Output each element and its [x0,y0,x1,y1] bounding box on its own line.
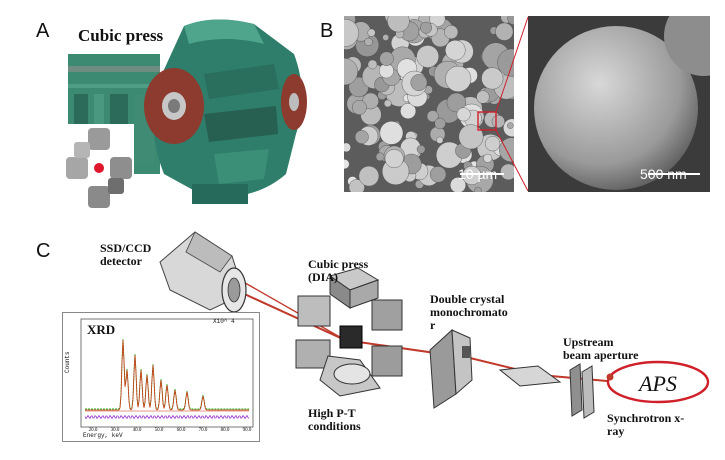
powder-sphere [344,18,359,47]
powder-sphere [410,74,428,91]
beam-plate [498,365,562,387]
powder-sphere [384,149,404,169]
powder-sphere [358,165,380,187]
powder-sphere [367,28,376,37]
powder-sphere [416,144,426,154]
xrd-observed-pattern [85,338,249,410]
aps-label: APS [637,371,677,396]
xrd-title: XRD [87,322,116,337]
powder-sphere [507,122,514,129]
xrd-x-tick-label: 40.0 [133,428,142,433]
conditions-label: High P-T conditions [308,406,361,434]
diffracted-beam [239,279,346,341]
cubic-press-photo [64,19,307,214]
upstream-beam-aperture [569,363,595,419]
powder-sphere [436,136,444,144]
scale-label-right: 500 nm [640,166,687,182]
powder-sphere [458,124,484,150]
powder-sphere [382,34,390,41]
xrd-inset: 20.0 30.0 40.0 50.0 60.0 70.0 80.0 90.0 XRD X10… [62,312,260,442]
powder-sphere [344,142,351,153]
powder-sphere [375,152,385,162]
xrd-frame [80,318,254,428]
powder-sphere [354,130,369,144]
press-foot [192,184,248,204]
powder-sphere [429,166,447,183]
powder-sphere [434,117,446,130]
xrd-x-tick-label: 90.0 [243,428,252,433]
scale-label-left: 10 µm [458,166,498,182]
powder-sphere [420,21,433,34]
powder-sphere [462,165,482,185]
xrd-x-tick-label: 30.0 [111,428,120,433]
powder-sphere [351,100,367,115]
xrd-x-tick-label: 20.0 [89,428,98,433]
powder-sphere [379,121,404,145]
powder-sphere [444,25,459,40]
powder-sphere [379,51,394,66]
xrd-x-tick-label: 50.0 [155,428,164,433]
anvil-cube-inset [64,124,134,214]
powder-sphere [344,159,350,170]
aps-ring [606,360,710,404]
source-label: Synchrotron x- ray [607,411,685,439]
powder-sphere [383,99,392,108]
xrd-difference-curve [84,414,250,420]
ssd-ccd-detector [159,231,247,313]
powder-sphere [474,186,482,192]
powder-sphere [446,92,467,113]
source-point [606,373,614,381]
xrd-x-ticks: 20.0 30.0 40.0 50.0 60.0 70.0 80.0 90.0 [89,428,252,433]
detector-label: SSD/CCD detector [100,241,152,269]
powder-sphere [367,59,378,70]
press-label: Cubic press (DIA) [308,257,369,285]
xrd-x-tick-label: 80.0 [221,428,230,433]
sample-cube [339,325,363,349]
cubic-press-title: Cubic press [78,26,164,45]
panel-letter-a: A [36,20,50,42]
sample-dot [94,163,104,173]
xrd-plot: 20.0 30.0 40.0 50.0 60.0 70.0 80.0 90.0 [80,318,254,433]
powder-sphere [445,40,466,61]
xrd-corner-label: X10^ 4 [213,318,235,325]
powder-sphere [364,37,373,47]
single-sphere [534,26,698,190]
powder-sphere [483,153,493,163]
zoom-box [477,111,497,131]
xrd-fit-pattern [85,339,249,411]
panel-letter-b: B [320,20,334,42]
xrd-ylabel: Counts [64,351,71,373]
aperture-label: Upstream beam aperture [563,335,639,363]
panel-letter-c: C [36,240,51,262]
xrd-x-tick-label: 70.0 [199,428,208,433]
powder-sphere [416,45,439,68]
powder-sphere [450,177,466,192]
double-crystal-monochromator [429,328,473,409]
sem-image-zoom [528,16,710,192]
powder-sphere [387,16,410,33]
powder-sphere [476,90,490,104]
powder-sphere [344,58,358,86]
dia-press-assembly [295,267,403,397]
powder-sphere [426,110,439,123]
xrd-x-tick-label: 60.0 [177,428,186,433]
monochromator-label: Double crystal monochromato r [430,292,508,333]
powder-sphere [400,102,417,119]
powder-sphere [456,107,471,122]
powder-sphere [445,65,472,92]
powder-sphere [348,179,365,192]
powder-sphere [491,114,505,129]
xrd-xlabel: Energy, keV [83,432,123,439]
